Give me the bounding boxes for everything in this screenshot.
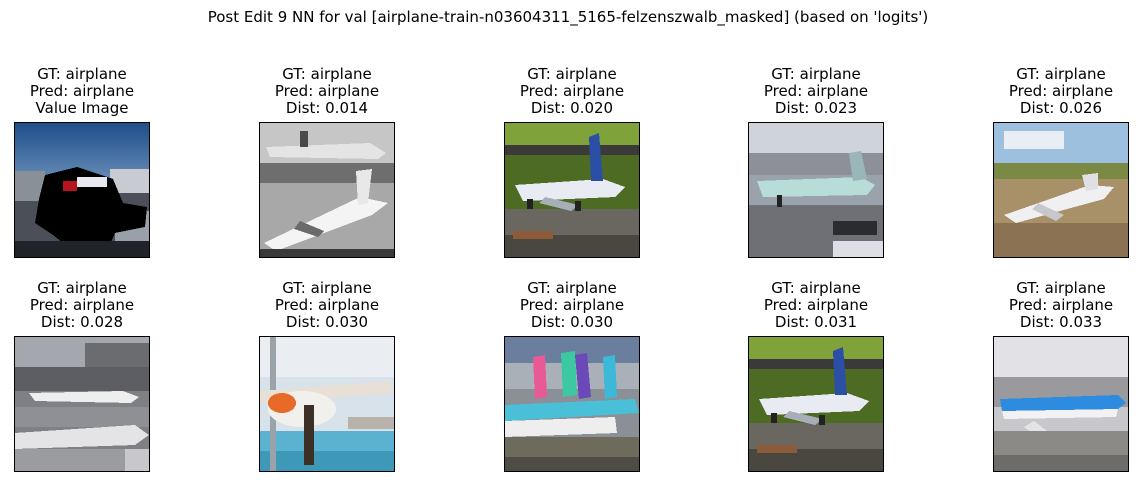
thumbnail-image [993,336,1129,472]
gt-label: GT: airplane [527,65,617,83]
thumbnail-image [14,336,150,472]
thumbnail-image [504,336,640,472]
dist-label: Dist: 0.033 [1019,313,1103,331]
thumbnail-graphic [15,123,149,257]
panel-caption: GT: airplane Pred: airplane Dist: 0.031 [708,280,924,331]
thumbnail-graphic [749,337,883,471]
thumbnail-graphic [505,337,639,471]
thumbnail-image [14,122,150,258]
gt-label: GT: airplane [37,65,127,83]
dist-label: Dist: 0.020 [530,99,614,117]
dist-label: Dist: 0.026 [1019,99,1103,117]
panel-caption: GT: airplane Pred: airplane Dist: 0.028 [0,280,190,331]
gt-label: GT: airplane [771,65,861,83]
thumbnail-graphic [994,123,1128,257]
dist-label: Dist: 0.014 [285,99,369,117]
pred-label: Pred: airplane [29,296,135,314]
pred-label: Pred: airplane [274,82,380,100]
panel-caption: GT: airplane Pred: airplane Dist: 0.030 [464,280,680,331]
pred-label: Pred: airplane [763,82,869,100]
thumbnail-image [993,122,1129,258]
panel-caption: GT: airplane Pred: airplane Dist: 0.014 [219,66,435,117]
dist-label: Dist: 0.031 [774,313,858,331]
thumbnail-image [748,122,884,258]
panel-caption: GT: airplane Pred: airplane Dist: 0.023 [708,66,924,117]
gt-label: GT: airplane [282,65,372,83]
thumbnail-graphic [260,123,394,257]
value-image-label: Value Image [35,99,129,117]
dist-label: Dist: 0.028 [40,313,124,331]
thumbnail-graphic [15,337,149,471]
dist-label: Dist: 0.030 [285,313,369,331]
thumbnail-image [504,122,640,258]
thumbnail-graphic [994,337,1128,471]
gt-label: GT: airplane [771,279,861,297]
thumbnail-image [259,122,395,258]
thumbnail-graphic [505,123,639,257]
panel-caption: GT: airplane Pred: airplane Value Image [0,66,190,117]
pred-label: Pred: airplane [1008,82,1114,100]
panel-caption: GT: airplane Pred: airplane Dist: 0.020 [464,66,680,117]
pred-label: Pred: airplane [1008,296,1114,314]
pred-label: Pred: airplane [519,82,625,100]
gt-label: GT: airplane [282,279,372,297]
thumbnail-image [748,336,884,472]
dist-label: Dist: 0.030 [530,313,614,331]
figure-title: Post Edit 9 NN for val [airplane-train-n… [207,8,929,26]
pred-label: Pred: airplane [274,296,380,314]
panel-caption: GT: airplane Pred: airplane Dist: 0.030 [219,280,435,331]
dist-label: Dist: 0.023 [774,99,858,117]
panel-caption: GT: airplane Pred: airplane Dist: 0.033 [953,280,1136,331]
panel-caption: GT: airplane Pred: airplane Dist: 0.026 [953,66,1136,117]
gt-label: GT: airplane [527,279,617,297]
pred-label: Pred: airplane [519,296,625,314]
thumbnail-graphic [749,123,883,257]
pred-label: Pred: airplane [763,296,869,314]
pred-label: Pred: airplane [29,82,135,100]
thumbnail-image [259,336,395,472]
gt-label: GT: airplane [1016,65,1106,83]
thumbnail-graphic [260,337,394,471]
gt-label: GT: airplane [37,279,127,297]
gt-label: GT: airplane [1016,279,1106,297]
